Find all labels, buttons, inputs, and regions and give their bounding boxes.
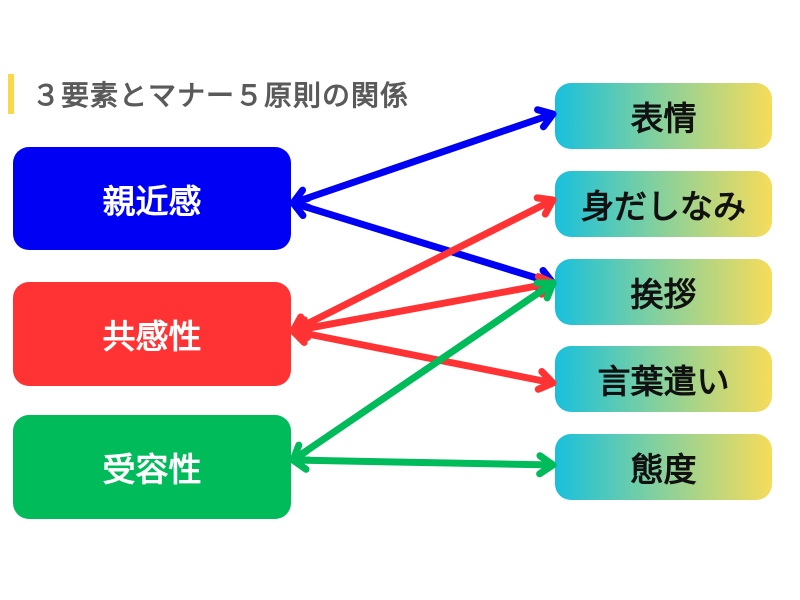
- arrowhead-icon: [536, 452, 557, 478]
- arrowhead-icon: [289, 447, 310, 473]
- diagram-title: ３要素とマナー５原則の関係: [32, 79, 410, 112]
- principle-box-kotobazukai: 言葉遣い: [555, 346, 772, 412]
- principle-label: 挨拶: [630, 275, 697, 314]
- principle-box-taido: 態度: [555, 434, 772, 500]
- arrowhead-icon: [533, 279, 557, 302]
- arrowhead-icon: [534, 368, 557, 393]
- principle-box-midashinami: 身だしなみ: [555, 171, 772, 237]
- element-label: 親近感: [102, 181, 202, 221]
- principle-label: 言葉遣い: [597, 362, 730, 401]
- element-box-shinkinkan: 親近感: [13, 147, 291, 250]
- arrowhead-icon: [289, 321, 312, 346]
- arrowhead-icon: [289, 194, 312, 220]
- principle-label: 態度: [630, 450, 697, 489]
- principle-box-aisatsu: 挨拶: [555, 259, 772, 325]
- connector-shinkinkan-hyojo: [289, 110, 557, 207]
- principle-label: 表情: [630, 99, 697, 138]
- connector-shinkinkan-aisatsu: [289, 199, 557, 287]
- connector-kyokansei-kotobazukai: [289, 327, 557, 387]
- arrowhead-icon: [534, 106, 557, 131]
- element-label: 共感性: [102, 317, 202, 356]
- connector-kyokansei-midashinami: [289, 196, 557, 335]
- principle-box-hyojo: 表情: [555, 83, 772, 149]
- title-accent-bar: [8, 74, 14, 114]
- element-box-juyosei: 受容性: [13, 415, 291, 519]
- element-box-kyokansei: 共感性: [13, 282, 291, 386]
- arrowhead-icon: [533, 194, 557, 218]
- element-label: 受容性: [102, 450, 202, 489]
- connector-kyokansei-aisatsu: [289, 279, 557, 335]
- connector-juyosei-aisatsu: [289, 279, 557, 464]
- principle-label: 身だしなみ: [581, 187, 746, 226]
- connector-juyosei-taido: [289, 456, 557, 469]
